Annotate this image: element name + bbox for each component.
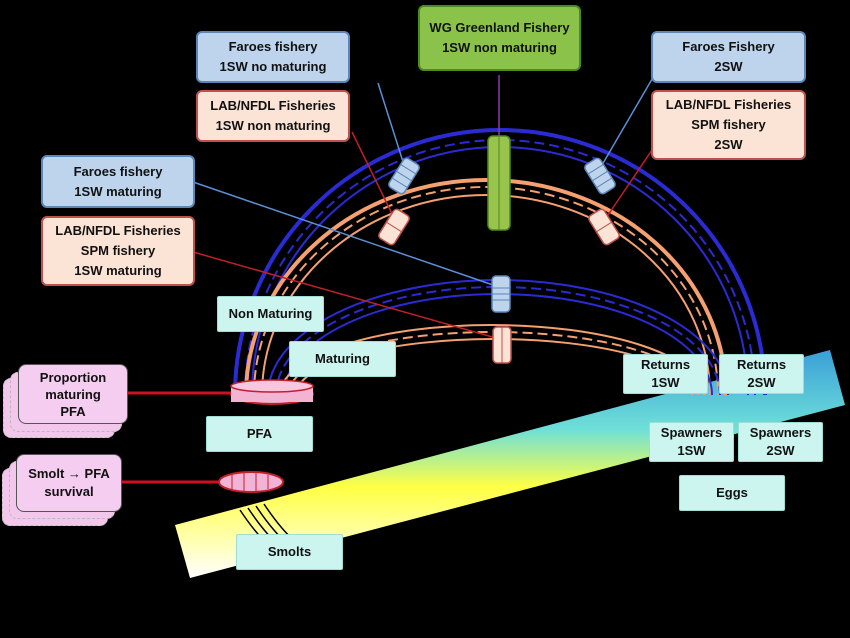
smolts-box: Smolts <box>236 534 343 570</box>
eggs-box: Eggs <box>679 475 785 511</box>
returns-1sw-box: Returns 1SW <box>623 354 708 394</box>
drum-faroes-1sw-mat <box>491 275 511 313</box>
connector-lines <box>120 73 656 484</box>
faroes-1sw-nomat-line1: Faroes fishery <box>228 39 318 54</box>
spawners-2sw-line2: 2SW <box>766 443 795 458</box>
returns-1sw-line1: Returns <box>640 357 691 372</box>
wg-greenland-line2: 1SW non maturing <box>442 40 557 55</box>
returns-2sw-line1: Returns <box>736 357 787 372</box>
spawners-2sw-box: Spawners 2SW <box>738 422 823 462</box>
pfa-label: PFA <box>246 426 273 441</box>
smolt-survival-line2: survival <box>44 484 94 499</box>
arc-1sw-mid <box>253 186 719 396</box>
returns-2sw-box: Returns 2SW <box>719 354 804 394</box>
faroes-2sw-line1: Faroes Fishery <box>682 39 775 54</box>
spawners-2sw-line1: Spawners <box>749 425 812 440</box>
drum-lab-spm-1sw-mat <box>492 326 512 364</box>
spawners-1sw-box: Spawners 1SW <box>649 422 734 462</box>
lab-spm-2sw-line1: LAB/NFDL Fisheries <box>665 97 792 112</box>
spawners-1sw-line1: Spawners <box>660 425 723 440</box>
drum-faroes-1sw-nomat <box>388 157 420 195</box>
lab-nfdl-spm-1sw-maturing-box: LAB/NFDL Fisheries SPM fishery 1SW matur… <box>41 216 195 286</box>
drum-lab-1sw-nonmat <box>378 208 410 246</box>
spawners-1sw-line2: 1SW <box>677 443 706 458</box>
faroes-2sw-box: Faroes Fishery 2SW <box>651 31 806 83</box>
river-band <box>175 350 845 578</box>
drum-lab-spm-2sw <box>588 208 620 246</box>
eggs-label: Eggs <box>716 485 748 500</box>
drum-proportion-maturing <box>230 379 314 405</box>
arc-2sw-outer <box>233 128 767 396</box>
lab-spm-1sw-line1: LAB/NFDL Fisheries <box>55 223 181 238</box>
faroes-1sw-nomat-line2: 1SW no maturing <box>219 59 327 74</box>
drum-faroes-2sw <box>584 157 616 195</box>
drum-smolt-survival <box>218 471 284 493</box>
lab-spm-1sw-line3: 1SW maturing <box>74 263 162 278</box>
returns-1sw-line2: 1SW <box>651 375 680 390</box>
faroes-1sw-no-maturing-box: Faroes fishery 1SW no maturing <box>196 31 350 83</box>
faroes-1sw-maturing-box: Faroes fishery 1SW maturing <box>41 155 195 208</box>
wg-greenland-line1: WG Greenland Fishery <box>429 20 570 35</box>
lab-spm-1sw-line2: SPM fishery <box>80 243 156 258</box>
returns-2sw-line2: 2SW <box>747 375 776 390</box>
proportion-line1: Proportion <box>39 369 107 385</box>
non-maturing-label: Non Maturing <box>228 306 313 321</box>
wg-greenland-fishery-box: WG Greenland Fishery 1SW non maturing <box>418 5 581 71</box>
smolts-label: Smolts <box>267 544 312 559</box>
drum-wg-greenland <box>487 135 511 231</box>
lab-1sw-nonmat-line2: 1SW non maturing <box>215 118 331 133</box>
non-maturing-box: Non Maturing <box>217 296 324 332</box>
maturing-label: Maturing <box>315 351 370 366</box>
pfa-box: PFA <box>206 416 313 452</box>
faroes-2sw-line2: 2SW <box>714 59 743 74</box>
maturing-box: Maturing <box>289 341 396 377</box>
fishery-drums <box>218 135 620 493</box>
proportion-maturing-pfa-box: Proportion maturing PFA <box>18 364 128 424</box>
faroes-1sw-mat-line2: 1SW maturing <box>74 183 162 199</box>
proportion-line3: PFA <box>60 403 86 419</box>
lab-spm-2sw-line2: SPM fishery <box>691 117 766 132</box>
smolt-pfa-survival-box: Smolt → PFA survival <box>16 454 122 512</box>
faroes-1sw-mat-line1: Faroes fishery <box>73 163 163 179</box>
smolt-survival-line1: Smolt → PFA <box>28 466 110 481</box>
proportion-line2: maturing <box>45 386 101 402</box>
lab-spm-2sw-line3: 2SW <box>714 137 743 152</box>
lab-nfdl-1sw-non-maturing-box: LAB/NFDL Fisheries 1SW non maturing <box>196 90 350 142</box>
arc-1sw-outer <box>244 178 728 396</box>
lab-nfdl-spm-2sw-box: LAB/NFDL Fisheries SPM fishery 2SW <box>651 90 806 160</box>
lab-1sw-nonmat-line1: LAB/NFDL Fisheries <box>210 98 336 113</box>
